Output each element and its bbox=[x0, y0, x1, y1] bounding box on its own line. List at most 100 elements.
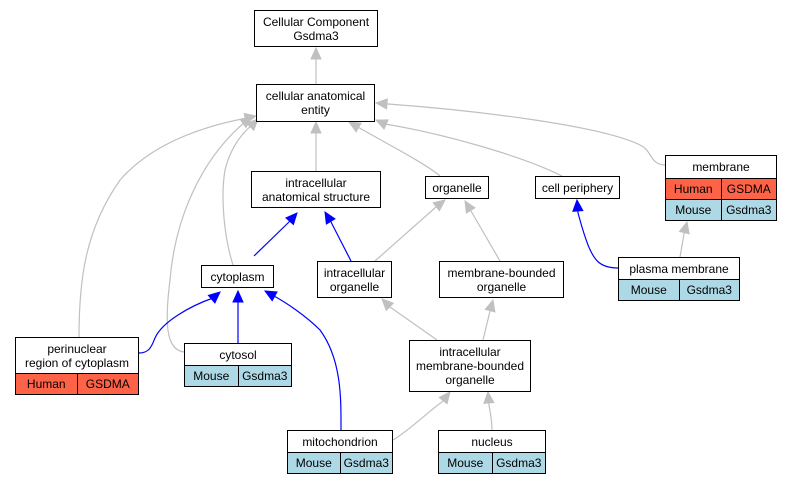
node-label: mitochondrion bbox=[288, 431, 392, 452]
node-label-line: mitochondrion bbox=[302, 434, 378, 449]
edge-organelle-io bbox=[374, 199, 446, 262]
node-label-line: membrane-bounded bbox=[447, 265, 556, 280]
node-label: organelle bbox=[426, 177, 488, 198]
edge-line bbox=[392, 401, 443, 441]
edge-ias-io bbox=[324, 210, 352, 262]
edge-line bbox=[387, 103, 666, 166]
node-label-line: membrane-bounded bbox=[415, 359, 525, 373]
node-cytoplasm[interactable]: cytoplasm bbox=[201, 265, 274, 288]
arrow-head bbox=[483, 390, 495, 404]
node-label-line: nucleus bbox=[471, 434, 513, 449]
edge-line bbox=[78, 117, 248, 338]
node-label: membrane bbox=[666, 156, 776, 178]
arrow-head bbox=[310, 46, 322, 60]
node-label-line: organelle bbox=[445, 373, 495, 387]
arrow-head bbox=[285, 212, 298, 226]
arrow-head bbox=[263, 290, 278, 302]
edge-cytoplasm-perinuc bbox=[138, 291, 221, 354]
arrow-head bbox=[374, 119, 389, 130]
node-organelle[interactable]: organelle bbox=[425, 176, 489, 199]
species-cell: Human bbox=[16, 374, 77, 394]
edge-organelle-cae bbox=[347, 121, 441, 177]
arrow-head bbox=[438, 391, 451, 405]
arrow-head bbox=[347, 121, 362, 133]
arrow-head bbox=[232, 289, 244, 303]
node-label-line: Gsdma3 bbox=[293, 28, 339, 43]
arrow-head bbox=[572, 198, 584, 212]
node-label-line: perinuclear bbox=[47, 341, 107, 356]
edge-line bbox=[470, 210, 501, 262]
edge-cytosol-cae bbox=[166, 116, 253, 353]
node-cellper[interactable]: cell periphery bbox=[535, 176, 620, 199]
arrow-head bbox=[484, 298, 496, 313]
edge-line bbox=[389, 306, 438, 341]
edge-cytoplasm-mito bbox=[263, 290, 342, 431]
node-label-line: intracellular bbox=[285, 175, 347, 190]
edge-io-imbo bbox=[381, 298, 438, 341]
node-label: cytosol bbox=[185, 344, 291, 365]
gene-cell: Gsdma3 bbox=[720, 200, 776, 220]
gene-cell: Gsdma3 bbox=[339, 453, 392, 473]
node-label-line: Cellular Component bbox=[262, 14, 370, 29]
node-label-line: cytosol bbox=[219, 347, 257, 362]
node-label-line: cellular anatomical bbox=[265, 89, 366, 103]
edge-cae-cc bbox=[310, 46, 322, 84]
edge-line bbox=[166, 121, 246, 353]
arrow-head bbox=[464, 199, 476, 214]
edge-line bbox=[577, 212, 619, 269]
node-label-line: entity bbox=[301, 103, 330, 117]
node-label-line: organelle bbox=[329, 279, 380, 294]
species-cell: Mouse bbox=[288, 453, 340, 473]
species-cell: Mouse bbox=[666, 200, 721, 220]
node-label-line: membrane bbox=[692, 160, 750, 174]
edge-line bbox=[138, 297, 214, 354]
edge-line bbox=[488, 404, 493, 431]
gene-cell: GSDMA bbox=[76, 374, 138, 394]
arrow-head bbox=[678, 220, 690, 235]
species-cell: Mouse bbox=[185, 366, 238, 386]
edge-line bbox=[355, 125, 441, 177]
node-label-line: organelle bbox=[476, 279, 527, 294]
gene-cell: Gsdma3 bbox=[237, 366, 291, 386]
edge-perinuc-cae bbox=[78, 112, 258, 338]
node-label: cytoplasm bbox=[202, 266, 273, 287]
node-label: nucleus bbox=[439, 431, 545, 452]
edge-line bbox=[330, 221, 352, 262]
node-label: cell periphery bbox=[536, 177, 619, 198]
edge-membrane-cae bbox=[374, 98, 666, 166]
edge-membrane-pm bbox=[678, 220, 690, 258]
edge-ias-cae bbox=[310, 120, 322, 171]
node-label-line: plasma membrane bbox=[629, 261, 729, 276]
edge-line bbox=[384, 123, 563, 177]
gene-cell: GSDMA bbox=[720, 179, 776, 199]
arrow-head bbox=[245, 118, 259, 132]
node-label-line: cytoplasm bbox=[210, 269, 265, 284]
arrow-head bbox=[381, 298, 395, 312]
arrow-head bbox=[432, 199, 446, 212]
